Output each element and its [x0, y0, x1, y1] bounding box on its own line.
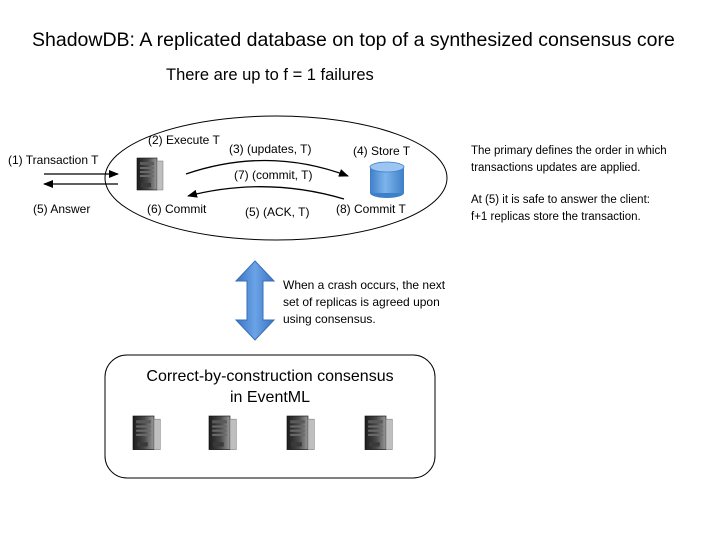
replica-commit-label: (8) Commit T [336, 202, 406, 216]
order-note: The primary defines the order in which t… [471, 143, 667, 177]
replica-group-ellipse [104, 115, 448, 241]
safe-answer-note: At (5) it is safe to answer the client: … [471, 192, 650, 226]
consensus-server-icon [286, 415, 315, 451]
crash-note-line: using consensus. [283, 312, 376, 326]
consensus-box [104, 354, 436, 479]
crash-note-line: When a crash occurs, the next [283, 278, 446, 292]
consensus-server-icon [208, 415, 237, 451]
consensus-title-line: Correct-by-construction consensus [146, 368, 394, 385]
commit-message-label: (7) (commit, T) [234, 168, 313, 182]
safe-answer-note-line: f+1 replicas store the transaction. [471, 211, 641, 223]
crash-reconfiguration-arrow [234, 260, 276, 341]
crash-note: When a crash occurs, the next set of rep… [283, 277, 445, 328]
ack-arrow [187, 186, 345, 200]
execute-label: (2) Execute T [148, 133, 220, 147]
database-icon [369, 161, 405, 198]
consensus-server-icon [132, 415, 161, 451]
safe-answer-note-line: At (5) it is safe to answer the client: [471, 194, 650, 206]
consensus-title-line: in EventML [229, 389, 311, 406]
primary-server-icon [136, 157, 164, 191]
order-note-line: transactions updates are applied. [471, 162, 641, 174]
order-note-line: The primary defines the order in which [471, 145, 667, 157]
crash-note-line: set of replicas is agreed upon [283, 295, 440, 309]
updates-label: (3) (updates, T) [229, 142, 312, 156]
updates-arrow [185, 159, 349, 177]
page-title: ShadowDB: A replicated database on top o… [32, 29, 675, 51]
answer-label: (5) Answer [33, 202, 91, 216]
consensus-title: Correct-by-construction consensus in Eve… [100, 366, 440, 408]
ack-label: (5) (ACK, T) [245, 205, 310, 219]
consensus-server-icon [364, 415, 393, 451]
transaction-label: (1) Transaction T [8, 153, 99, 167]
primary-commit-label: (6) Commit [147, 202, 207, 216]
store-label: (4) Store T [353, 144, 411, 158]
failure-assumption: There are up to f = 1 failures [166, 66, 374, 84]
